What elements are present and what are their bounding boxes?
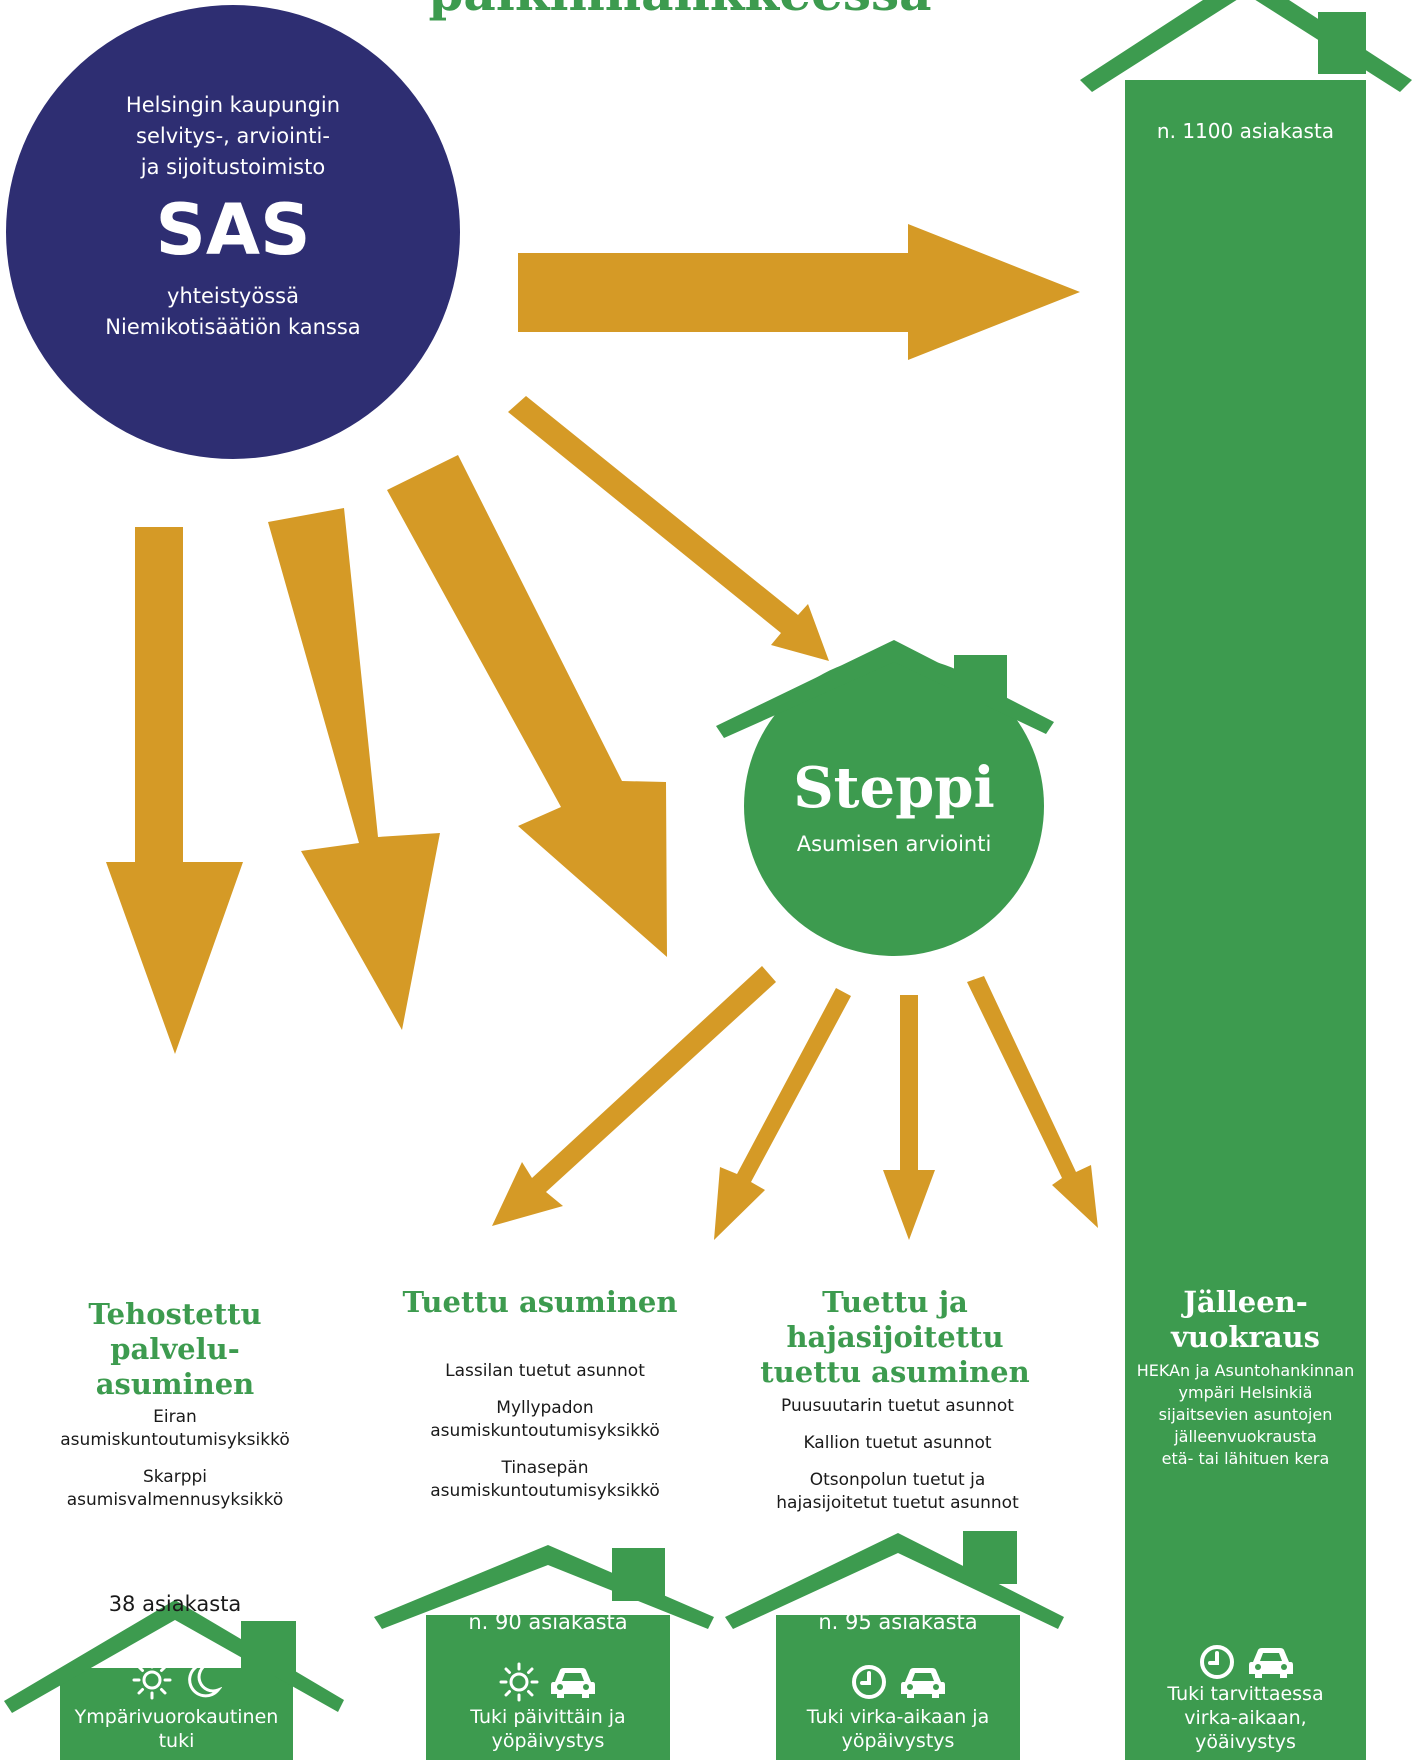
jalleenvuokraus-icons: [1125, 1642, 1366, 1682]
car-icon: [899, 1662, 947, 1702]
sas-description-top: Helsingin kaupungin selvitys-, arviointi…: [125, 93, 341, 179]
sas-acronym: SAS: [155, 189, 311, 271]
jalleenvuokraus-description: HEKAn ja Asuntohankinnan ympäri Helsinki…: [1136, 1361, 1355, 1468]
tuettu-units: Lassilan tuetut asunnot Myllypadon asumi…: [430, 1361, 660, 1501]
arrow-sas-to-steppi: [508, 396, 829, 661]
tehostettu-house: [4, 1600, 344, 1760]
tuettu-support: Tuki päivittäin ja yöpäivystys: [470, 1706, 626, 1752]
tuettu-icons: [426, 1662, 670, 1702]
arrow-sas-to-tehostettu: [106, 527, 243, 1054]
tehostettu-count: 38 asiakasta: [108, 1592, 242, 1616]
tehostettu-icons: [60, 1660, 293, 1700]
page-title-fragment: palkinhankkeessa: [360, 0, 1000, 18]
jalleenvuokraus-house: [1080, 0, 1412, 1760]
car-icon: [549, 1662, 597, 1702]
sun-icon: [132, 1660, 172, 1700]
sun-icon: [499, 1662, 539, 1702]
jalleenvuokraus-support: Tuki tarvittaessa virka-aikaan, yöäivyst…: [1167, 1683, 1324, 1753]
tehostettu-support: Ympärivuorokautinen tuki: [74, 1706, 279, 1752]
hajasijoitettu-icons: [776, 1662, 1020, 1702]
arrow-steppi-to-hajasijoitettu-2: [883, 995, 935, 1240]
jalleenvuokraus-count: n. 1100 asiakasta: [1156, 119, 1335, 143]
arrow-sas-to-tuettu-1: [268, 508, 440, 1030]
jalleenvuokraus-title: Jälleen- vuokraus: [1171, 1285, 1320, 1354]
steppi-house: [716, 640, 1054, 956]
steppi-subtitle: Asumisen arviointi: [796, 832, 992, 856]
sas-description-bottom: yhteistyössä Niemikotisäätiön kanssa: [105, 284, 361, 339]
tuettu-house: [374, 1545, 714, 1760]
clock-icon: [1197, 1642, 1237, 1682]
tehostettu-units: Eiran asumiskuntoutumisyksikkö Skarppi a…: [60, 1407, 290, 1510]
hajasijoitettu-house: [725, 1531, 1064, 1760]
sas-circle: [6, 5, 460, 459]
hajasijoitettu-count: n. 95 asiakasta: [818, 1610, 978, 1634]
moon-icon: [182, 1660, 222, 1700]
hajasijoitettu-support: Tuki virka-aikaan ja yöpäivystys: [806, 1706, 990, 1752]
hajasijoitettu-title: Tuettu ja hajasijoitettu tuettu asuminen: [760, 1285, 1030, 1389]
tehostettu-title: Tehostettu palvelu- asuminen: [88, 1297, 262, 1401]
car-icon: [1247, 1642, 1295, 1682]
steppi-title: Steppi: [793, 755, 995, 821]
hajasijoitettu-units: Puusuutarin tuetut asunnot Kallion tuetu…: [776, 1396, 1019, 1513]
tuettu-count: n. 90 asiakasta: [468, 1610, 628, 1634]
arrow-sas-to-jalleenvuokraus: [518, 224, 1080, 360]
arrow-steppi-to-tuettu: [492, 966, 776, 1226]
arrow-sas-to-tuettu-2: [387, 455, 667, 957]
arrow-steppi-to-hajasijoitettu: [714, 988, 851, 1240]
arrow-steppi-to-jalleenvuokraus: [967, 976, 1098, 1228]
flow-arrows: [106, 224, 1098, 1240]
tuettu-title: Tuettu asuminen: [402, 1285, 678, 1319]
clock-icon: [849, 1662, 889, 1702]
